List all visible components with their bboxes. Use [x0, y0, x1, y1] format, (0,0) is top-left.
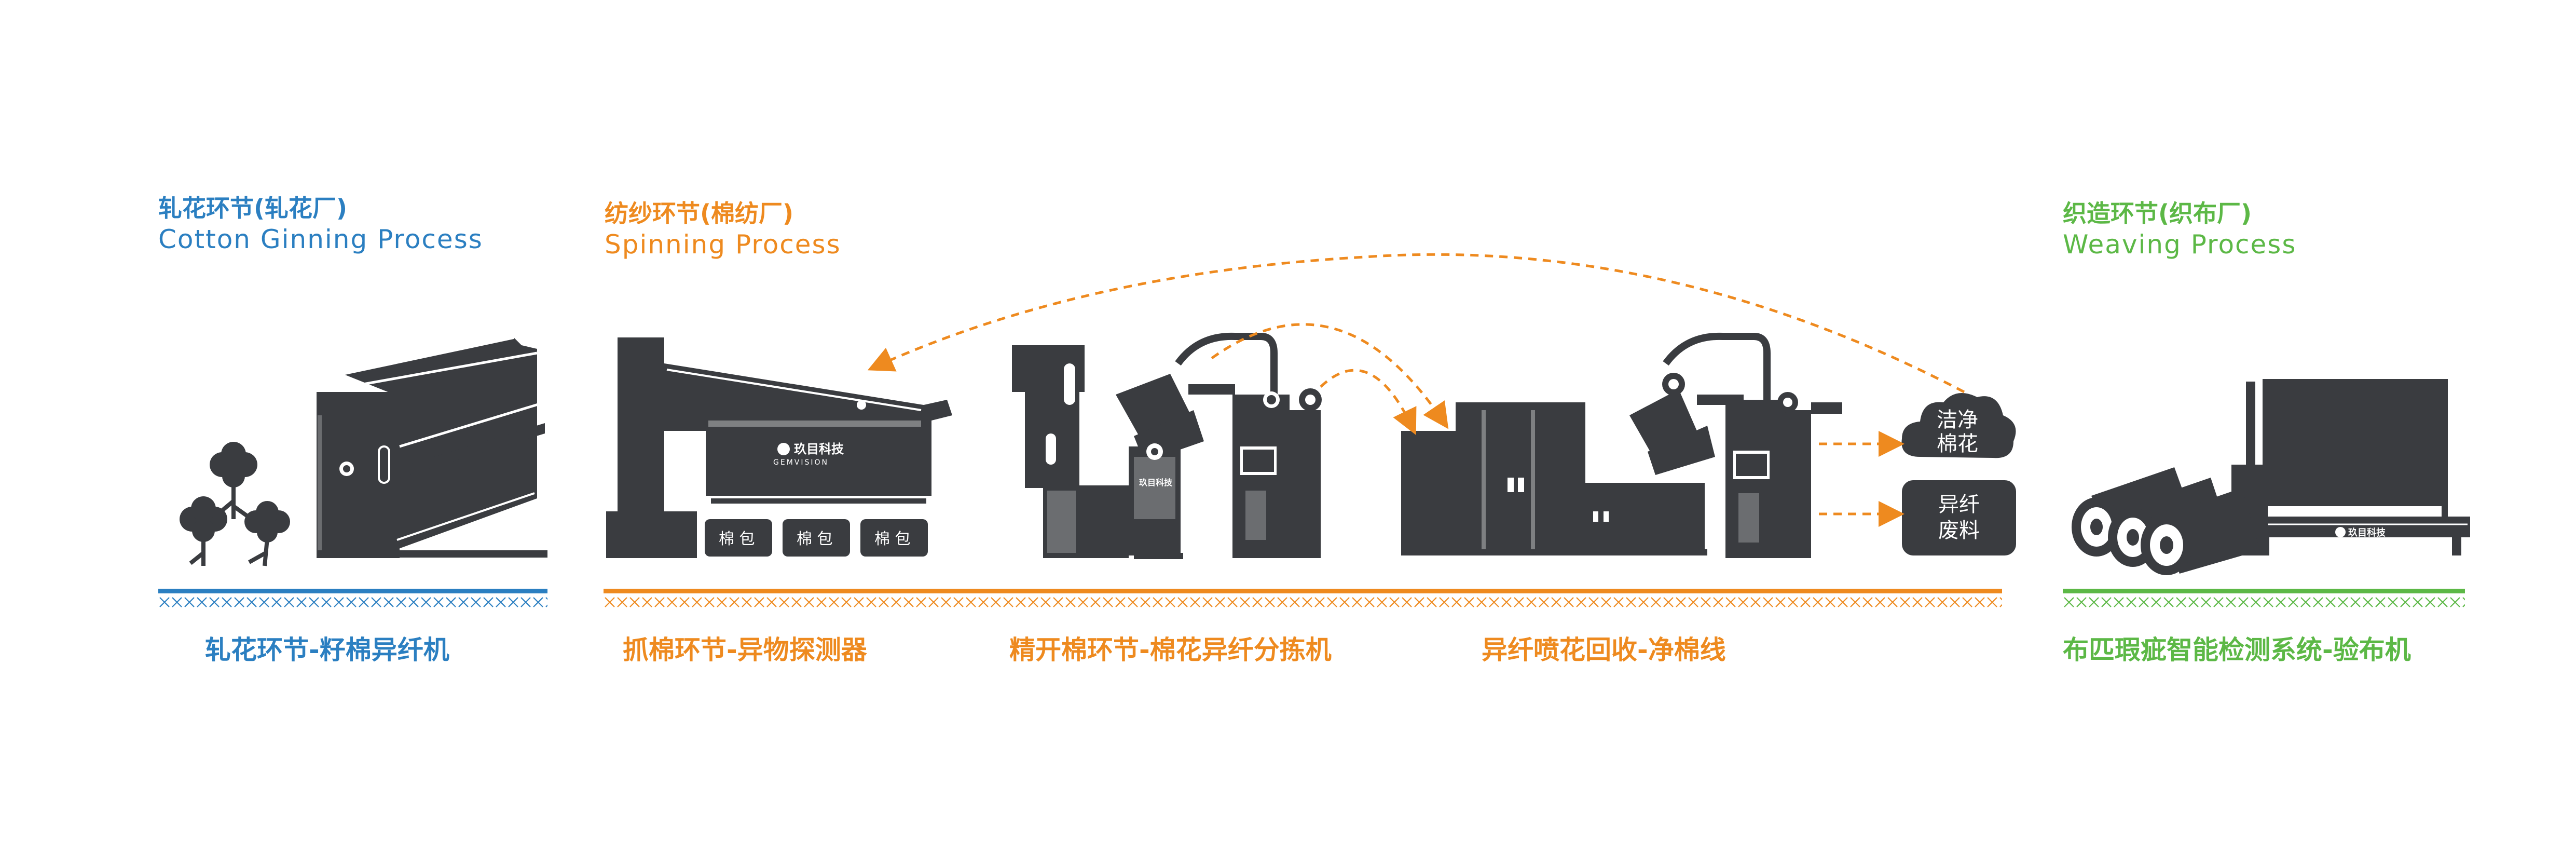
ginning-title-en: Cotton Ginning Process — [158, 224, 483, 254]
weaving-ground-line — [2063, 589, 2465, 608]
cotton-bale: 棉 包 — [783, 519, 850, 557]
ginning-ground-line — [158, 589, 547, 608]
fabric-inspection-machine: 玖目科技 — [2221, 379, 2470, 555]
brand-en-label: GEMVISION — [773, 458, 829, 467]
fiber-recovery-machine — [1401, 332, 1842, 558]
bale-label: 棉 包 — [797, 530, 833, 548]
cotton-plant-icon — [180, 442, 290, 566]
spinning-stage-label-bale: 抓棉环节-异物探测器 — [623, 635, 867, 665]
spinning-title-en: Spinning Process — [605, 229, 841, 260]
seed-cotton-sorter-machine — [317, 336, 547, 558]
ginning-title-cn: 轧花环节(轧花厂) — [158, 194, 348, 222]
weaving-title-en: Weaving Process — [2063, 229, 2297, 260]
weaving-stage-label: 布匹瑕疵智能检测系统-验布机 — [2063, 635, 2411, 665]
spinning-ground-line — [604, 589, 2002, 608]
spinning-title-cn: 纺纱环节(棉纺厂) — [605, 199, 794, 227]
cotton-bale: 棉 包 — [860, 519, 928, 557]
foreign-fiber-sorter-machine: 玖目科技 — [1012, 332, 1322, 559]
clean-cotton-label-2: 棉花 — [1937, 432, 1978, 456]
clean-cotton-label-1: 洁净 — [1937, 408, 1978, 432]
bale-label: 棉 包 — [719, 530, 755, 548]
bale-label: 棉 包 — [874, 530, 911, 548]
recycle-arrow-long — [867, 253, 1965, 394]
waste-fiber-output: 异纤 废料 — [1902, 480, 2016, 555]
cotton-bale: 棉 包 — [705, 519, 772, 557]
bale-plucker-detector-machine: 玖目科技 GEMVISION — [606, 337, 952, 558]
fabric-roll-icon — [2072, 467, 2260, 575]
weaving-title-cn: 织造环节(织布厂) — [2063, 199, 2252, 227]
waste-label-1: 异纤 — [1938, 493, 1980, 517]
spinning-stage-label-recovery: 异纤喷花回收-净棉线 — [1482, 635, 1726, 665]
spinning-stage-label-sorter: 精开棉环节-棉花异纤分拣机 — [1009, 635, 1332, 665]
clean-cotton-output: 洁净 棉花 — [1901, 393, 2016, 458]
ginning-stage-label: 轧花环节-籽棉异纤机 — [205, 635, 449, 665]
waste-label-2: 废料 — [1938, 519, 1980, 543]
brand-cn-label: 玖目科技 — [794, 442, 844, 456]
brand-cn-label: 玖目科技 — [1139, 478, 1173, 487]
brand-cn-label: 玖目科技 — [2348, 527, 2386, 538]
flow-arrows — [867, 253, 1965, 527]
sorter-to-recovery-arrow-2 — [1320, 369, 1417, 435]
